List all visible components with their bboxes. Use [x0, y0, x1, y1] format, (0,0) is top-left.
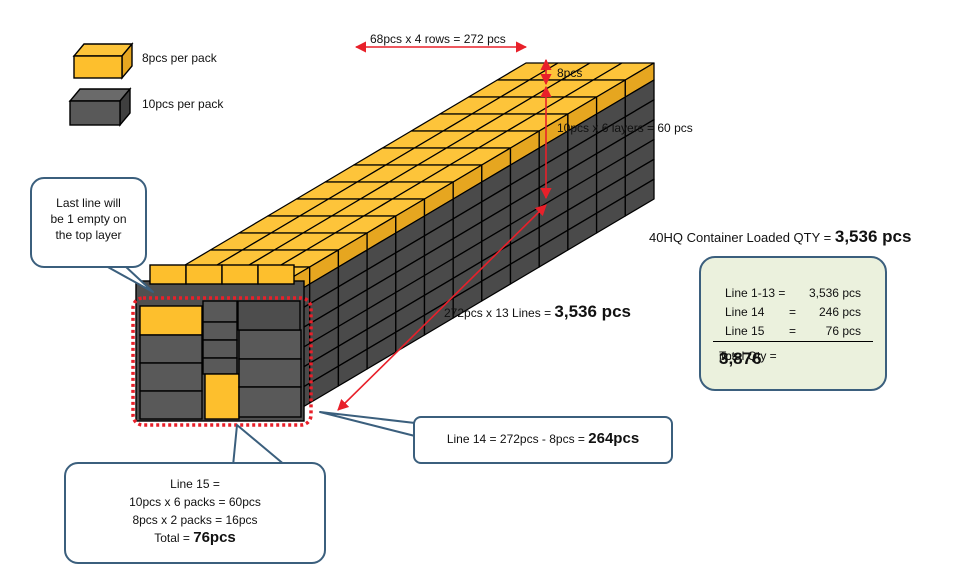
last-line-text-2: be 1 empty on: [50, 212, 127, 226]
last-line-text-1: Last line will: [56, 196, 121, 210]
line15-total-label: Total =: [154, 531, 194, 545]
summary-row-2: Line 14 = 246 pcs: [701, 305, 885, 321]
summary-row-2-eq: =: [789, 305, 797, 319]
length-label-value: 3,536 pcs: [554, 302, 631, 321]
length-label: 272pcs x 13 Lines = 3,536 pcs: [444, 302, 631, 321]
line14-prefix: Line 14 = 272pcs - 8pcs =: [446, 432, 589, 446]
summary-total-label: Total Qty =: [719, 349, 777, 363]
legend-yellow-pack: [72, 42, 134, 80]
summary-divider: [713, 341, 873, 342]
box-stack: [135, 62, 655, 422]
summary-box: Line 1-13 = 3,536 pcs Line 14 = 246 pcs …: [699, 256, 887, 391]
line15-gray-pack: [238, 358, 302, 388]
last-line-text-3: the top layer: [55, 228, 122, 242]
summary-total-value: 3,876: [719, 349, 762, 368]
line15-pointer: [232, 424, 287, 467]
line15-total: Total = 76pcs: [66, 530, 324, 546]
line15-title: Line 15 =: [170, 477, 220, 491]
legend-swatches: [68, 42, 134, 127]
summary-total-unit: pcs: [719, 349, 738, 363]
summary-row-3-eq: =: [789, 324, 797, 338]
line15-gray-pack: [237, 300, 301, 331]
summary-row-3: Line 15 = 76 pcs: [701, 324, 885, 340]
line14-pointer: [319, 411, 416, 437]
top-width-label: 68pcs x 4 rows = 272 pcs: [370, 32, 506, 46]
summary-row-2-value: 246 pcs: [818, 305, 861, 319]
summary-row-1-label: Line 1-13 =: [725, 286, 786, 300]
last-line-pointer: [105, 265, 154, 293]
line15-gray-pack: [139, 334, 203, 364]
line15-row1: 10pcs x 6 packs = 60pcs: [129, 495, 261, 509]
length-arrow: [337, 204, 547, 411]
line15-gray-pack: [238, 386, 302, 418]
line14-callout: Line 14 = 272pcs - 8pcs = 264pcs: [413, 416, 673, 464]
line15-gray-pack: [202, 339, 238, 359]
summary-row-2-label: Line 14: [725, 305, 765, 319]
legend-label-10pcs: 10pcs per pack: [142, 97, 224, 111]
summary-row-1-value: 3,536 pcs: [808, 286, 861, 300]
line15-total-value: 76pcs: [193, 529, 236, 546]
line15-gray-pack: [202, 357, 238, 375]
line15-gray-pack: [139, 362, 203, 392]
container-qty-value: 3,536 pcs: [834, 227, 912, 246]
layers-label: 10pcs x 6 layers = 60 pcs: [557, 121, 693, 135]
line15-gray-pack: [202, 300, 238, 323]
container-qty-label: 40HQ Container Loaded QTY = 3,536 pcs: [649, 227, 912, 246]
side-pack: [624, 178, 655, 217]
front-top-pack: [221, 264, 259, 285]
summary-row-3-value: 76 pcs: [825, 324, 861, 338]
line14-text: Line 14 = 272pcs - 8pcs = 264pcs: [415, 431, 671, 447]
summary-row-3-label: Line 15: [725, 324, 765, 338]
container-qty-prefix: 40HQ Container Loaded QTY =: [649, 230, 835, 245]
line15-gray-pack: [202, 321, 238, 341]
front-top-pack: [185, 264, 223, 285]
line15-yellow-pack: [139, 305, 203, 336]
last-line-callout: Last line will be 1 empty on the top lay…: [30, 177, 147, 268]
line14-value: 264pcs: [588, 430, 640, 447]
summary-total: Total Qty = 3,876 pcs: [701, 346, 885, 368]
line15-callout: Line 15 = 10pcs x 6 packs = 60pcs 8pcs x…: [64, 462, 326, 564]
summary-row-1: Line 1-13 = 3,536 pcs: [701, 286, 885, 302]
length-label-prefix: 272pcs x 13 Lines =: [444, 306, 555, 320]
legend-label-8pcs: 8pcs per pack: [142, 51, 217, 65]
front-top-pack: [257, 264, 295, 285]
line15-row2: 8pcs x 2 packs = 16pcs: [132, 513, 258, 527]
line15-gray-pack: [238, 329, 302, 360]
front-top-pack: [149, 264, 187, 285]
legend-gray-pack: [68, 87, 132, 127]
line15-highlight: [131, 296, 313, 427]
line15-yellow-pack: [204, 373, 240, 420]
line15-gray-pack: [139, 390, 203, 420]
top-layer-label: 8pcs: [557, 66, 583, 80]
